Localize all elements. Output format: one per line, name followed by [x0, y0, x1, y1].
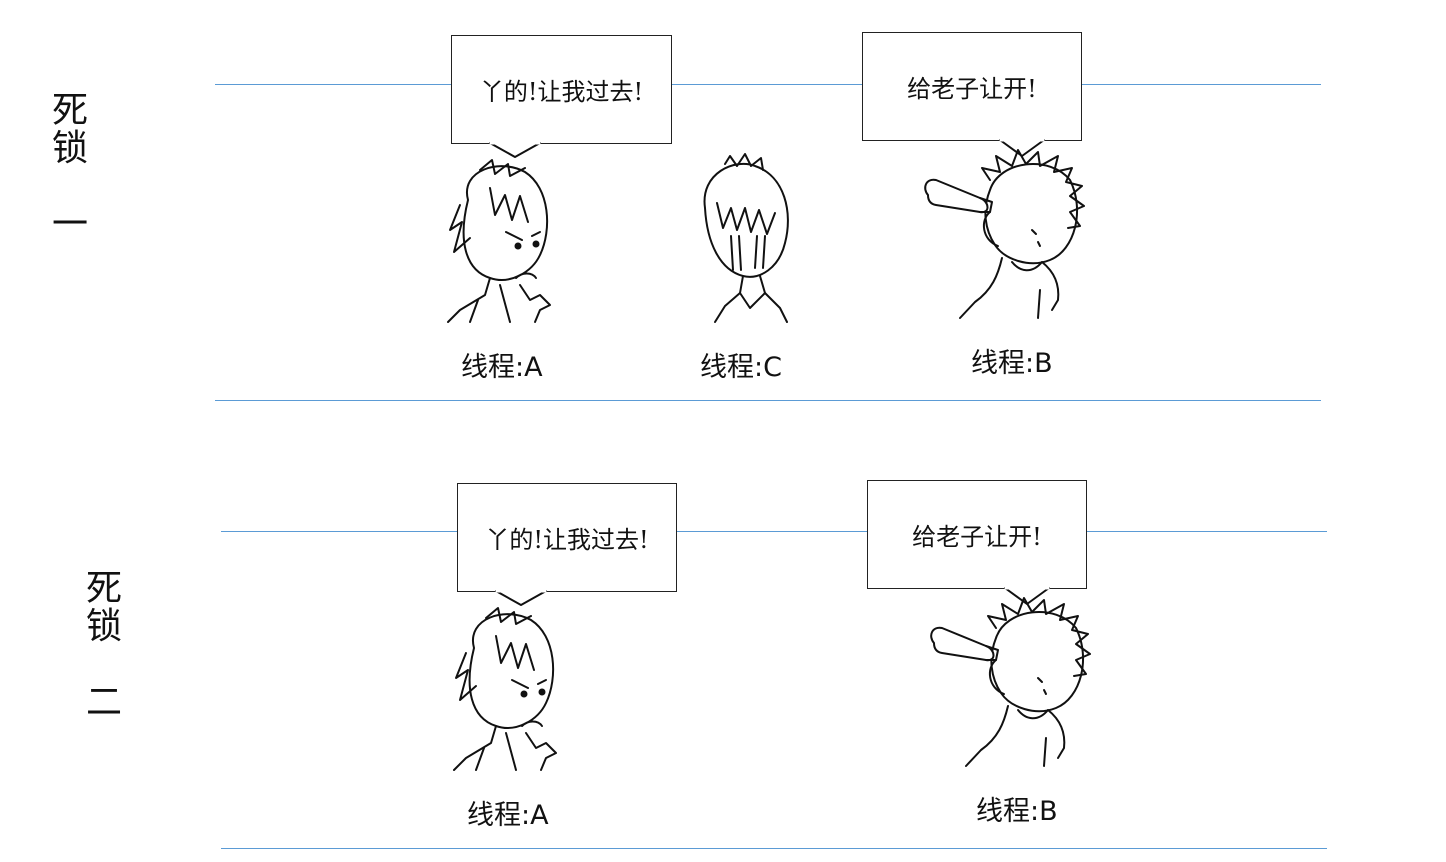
panel2-speech-bubble-a: 丫的!让我过去! — [457, 483, 677, 592]
panel2-speech-text-a: 丫的!让我过去! — [485, 526, 649, 554]
angry-boy-icon — [453, 607, 557, 771]
panel2-bottom-line — [221, 848, 1327, 849]
panel1-bubble-a-tail-icon — [489, 141, 541, 158]
panel2-label-thread-b: 线程:B — [976, 796, 1058, 827]
panel2-top-line — [221, 531, 1327, 532]
panel2-title-char-2: 锁 — [85, 606, 122, 647]
panel1-title-char-3: 一 — [51, 204, 88, 245]
panel1-title-char-2: 锁 — [51, 128, 88, 169]
drinking-boy-icon — [930, 597, 1091, 767]
panel1-title-char-1: 死 — [51, 90, 88, 131]
panel2-speech-text-b: 给老子让开! — [912, 523, 1042, 551]
panel1-top-line — [215, 84, 1321, 85]
panel1-speech-text-a: 丫的!让我过去! — [479, 78, 644, 106]
panel2-title: 死 锁 二 — [82, 570, 126, 722]
panel2-title-char-3: 二 — [85, 682, 122, 723]
panel1-bottom-line — [215, 400, 1321, 401]
panel1-speech-bubble-b: 给老子让开! — [862, 32, 1082, 141]
panel1-label-thread-b: 线程:B — [971, 348, 1053, 379]
panel1-label-thread-a: 线程:A — [461, 352, 543, 383]
panel1-title: 死 锁 一 — [48, 92, 92, 244]
panel2-title-char-1: 死 — [85, 568, 122, 609]
panel2-label-thread-a: 线程:A — [467, 800, 549, 831]
panel1-label-thread-c: 线程:C — [700, 352, 782, 383]
angry-boy-icon — [447, 159, 551, 323]
panel1-speech-bubble-a: 丫的!让我过去! — [451, 35, 672, 144]
drinking-boy-icon — [924, 149, 1085, 319]
crying-boy-icon — [703, 153, 789, 323]
panel1-speech-text-b: 给老子让开! — [907, 75, 1037, 103]
panel2-bubble-a-tail-icon — [495, 589, 547, 606]
panel2-speech-bubble-b: 给老子让开! — [867, 480, 1087, 589]
